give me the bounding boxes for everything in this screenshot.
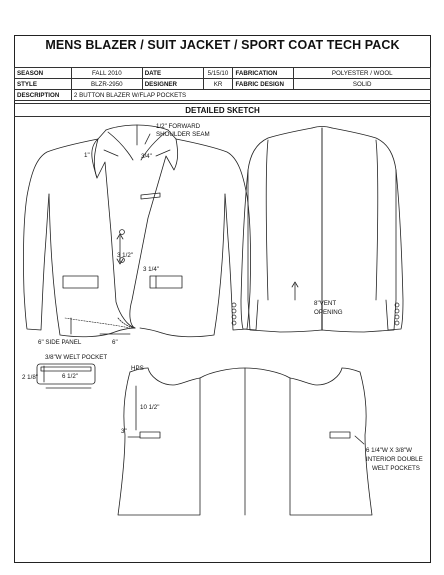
lapel-width-left: 1" bbox=[84, 152, 90, 159]
page-title: MENS BLAZER / SUIT JACKET / SPORT COAT T… bbox=[45, 38, 400, 52]
hps-drop-label: 10 1/2" bbox=[140, 404, 160, 411]
interior-pocket-label-line2: INTERIOR DOUBLE bbox=[366, 456, 423, 463]
button-spacing-label: 3 1/2" bbox=[117, 252, 133, 259]
tech-pack-sheet bbox=[14, 35, 431, 563]
vent-label-line2: OPENING bbox=[314, 309, 343, 316]
forward-shoulder-label-line2: SHOULDER SEAM bbox=[156, 131, 210, 138]
description-value: 2 BUTTON BLAZER W/FLAP POCKETS bbox=[70, 89, 432, 101]
pocket-flap-label: 3 1/4" bbox=[143, 266, 159, 273]
hem-width-label: 6" bbox=[112, 339, 118, 346]
vent-label-line1: 8"VENT bbox=[314, 300, 337, 307]
section-title: DETAILED SKETCH bbox=[14, 103, 431, 117]
side-panel-label: 6" SIDE PANEL bbox=[38, 339, 82, 346]
welt-height-label: 2 1/8" bbox=[22, 374, 38, 381]
jacket-back-sketch bbox=[240, 126, 404, 333]
welt-width-label: 6 1/2" bbox=[62, 373, 78, 380]
hps-label: HPS bbox=[131, 365, 144, 372]
spec-row-description: DESCRIPTION 2 BUTTON BLAZER W/FLAP POCKE… bbox=[14, 89, 432, 101]
lapel-width-right: 3/4" bbox=[141, 153, 152, 160]
welt-pocket-label: 3/8"W WELT POCKET bbox=[45, 354, 108, 361]
jacket-front-sketch bbox=[23, 124, 251, 338]
interior-pocket-label-line3: WELT POCKETS bbox=[372, 465, 420, 472]
forward-shoulder-label-line1: 1/2" FORWARD bbox=[156, 123, 201, 130]
jacket-interior-sketch bbox=[117, 367, 373, 516]
spec-table: SEASON FALL 2010 DATE 5/15/10 FABRICATIO… bbox=[14, 67, 432, 101]
interior-pocket-label-line1: 6 1/4"W X 3/8"W bbox=[366, 447, 413, 454]
sleeve-buttons bbox=[231, 302, 400, 326]
inner-offset-label: 3" bbox=[121, 428, 127, 435]
welt-pocket-detail bbox=[36, 363, 96, 385]
dimension-lines bbox=[43, 133, 365, 445]
